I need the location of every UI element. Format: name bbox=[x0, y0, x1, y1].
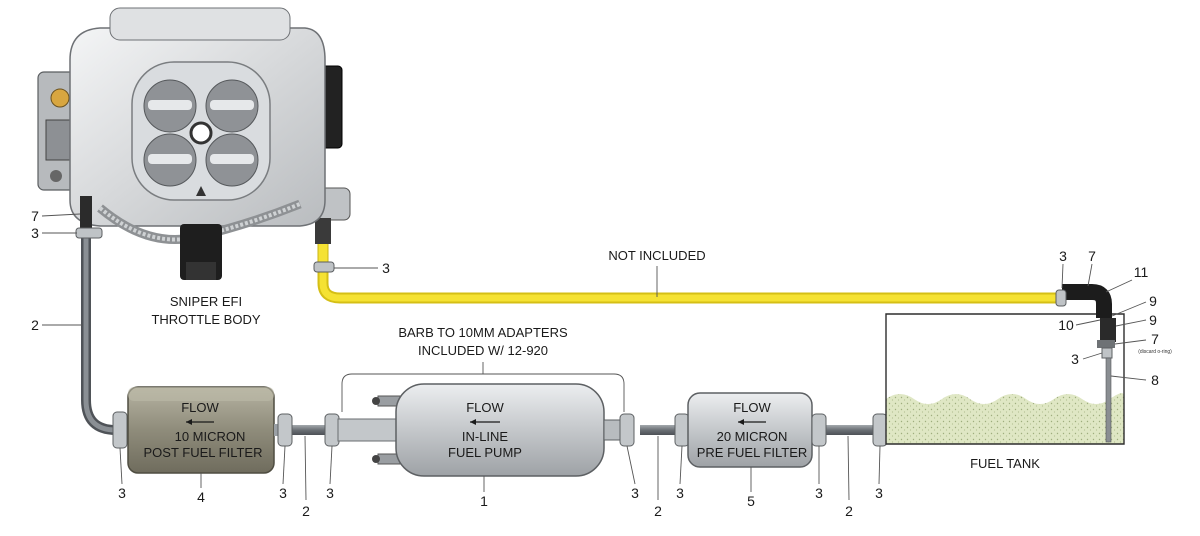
pre-filter-flow-label: FLOW bbox=[733, 400, 771, 415]
hose-left-feed bbox=[81, 232, 117, 435]
throttle-body-label-line2: THROTTLE BODY bbox=[151, 312, 260, 327]
callout-3-b2: 3 bbox=[279, 485, 287, 501]
callout-9a: 9 bbox=[1149, 293, 1157, 309]
callout-3-left-top: 3 bbox=[31, 225, 39, 241]
hose-pump-to-prefilter bbox=[640, 425, 680, 435]
pre-filter-micron-label: 20 MICRON bbox=[717, 429, 788, 444]
callout-2-b3: 2 bbox=[845, 503, 853, 519]
pickup-tube bbox=[1105, 357, 1112, 443]
fuel-hoses bbox=[81, 232, 1060, 435]
callout-11: 11 bbox=[1134, 264, 1149, 280]
pre-filter-name-label: PRE FUEL FILTER bbox=[697, 445, 808, 460]
callout-3-b1: 3 bbox=[118, 485, 126, 501]
hose-prefilter-to-tank bbox=[823, 425, 875, 435]
throttle-body-label-line1: SNIPER EFI bbox=[170, 294, 242, 309]
callout-7-tank-top: 7 bbox=[1088, 248, 1096, 264]
callout-3-b4: 3 bbox=[631, 485, 639, 501]
callout-3-b5: 3 bbox=[676, 485, 684, 501]
post-filter-flow-arrow-icon bbox=[186, 419, 192, 425]
callout-3-b6: 3 bbox=[815, 485, 823, 501]
callout-3-b3: 3 bbox=[326, 485, 334, 501]
adapters-label-line2: INCLUDED W/ 12-920 bbox=[418, 343, 548, 358]
callout-2-left: 2 bbox=[31, 317, 39, 333]
callout-3-tank-side: 3 bbox=[1071, 351, 1079, 367]
pump-name-label: FUEL PUMP bbox=[448, 445, 522, 460]
not-included-label: NOT INCLUDED bbox=[608, 248, 705, 263]
callout-7-left: 7 bbox=[31, 208, 39, 224]
callout-3-return: 3 bbox=[382, 260, 390, 276]
fuel-tank-label: FUEL TANK bbox=[970, 456, 1040, 471]
callout-8: 8 bbox=[1151, 372, 1159, 388]
callout-7-note: (discard o-ring) bbox=[1138, 349, 1172, 355]
callout-1: 1 bbox=[480, 493, 488, 509]
pre-fuel-filter: FLOW 20 MICRON PRE FUEL FILTER bbox=[674, 392, 827, 468]
fuel-level bbox=[886, 393, 1124, 444]
callout-3-tank-top: 3 bbox=[1059, 248, 1067, 264]
pump-flow-label: FLOW bbox=[466, 400, 504, 415]
callout-2-b1: 2 bbox=[302, 503, 310, 519]
adapters-bracket: BARB TO 10MM ADAPTERS INCLUDED W/ 12-920 bbox=[341, 325, 625, 412]
hose-filter-to-pump bbox=[285, 425, 325, 435]
pump-type-label: IN-LINE bbox=[462, 429, 509, 444]
callout-5: 5 bbox=[747, 493, 755, 509]
callout-10: 10 bbox=[1058, 317, 1074, 333]
callout-2-b2: 2 bbox=[654, 503, 662, 519]
pre-filter-flow-arrow-icon bbox=[738, 419, 744, 425]
callout-4: 4 bbox=[197, 489, 205, 505]
pump-flow-arrow-icon bbox=[470, 419, 476, 425]
post-filter-micron-label: 10 MICRON bbox=[175, 429, 246, 444]
callout-9b: 9 bbox=[1149, 312, 1157, 328]
in-line-fuel-pump: FLOW IN-LINE FUEL PUMP bbox=[324, 383, 635, 477]
post-filter-flow-label: FLOW bbox=[181, 400, 219, 415]
adapters-label-line1: BARB TO 10MM ADAPTERS bbox=[398, 325, 568, 340]
fuel-tank: FUEL TANK bbox=[872, 284, 1125, 471]
callouts: 7 3 2 3 3 7 11 9 9 10 7 (discard o-ring)… bbox=[31, 208, 1172, 519]
callout-3-b7: 3 bbox=[875, 485, 883, 501]
post-fuel-filter: FLOW 10 MICRON POST FUEL FILTER bbox=[112, 386, 293, 474]
return-line bbox=[317, 270, 1060, 304]
post-filter-name-label: POST FUEL FILTER bbox=[144, 445, 263, 460]
throttle-body-illustration bbox=[37, 7, 351, 280]
callout-7-tank: 7 bbox=[1151, 331, 1159, 347]
